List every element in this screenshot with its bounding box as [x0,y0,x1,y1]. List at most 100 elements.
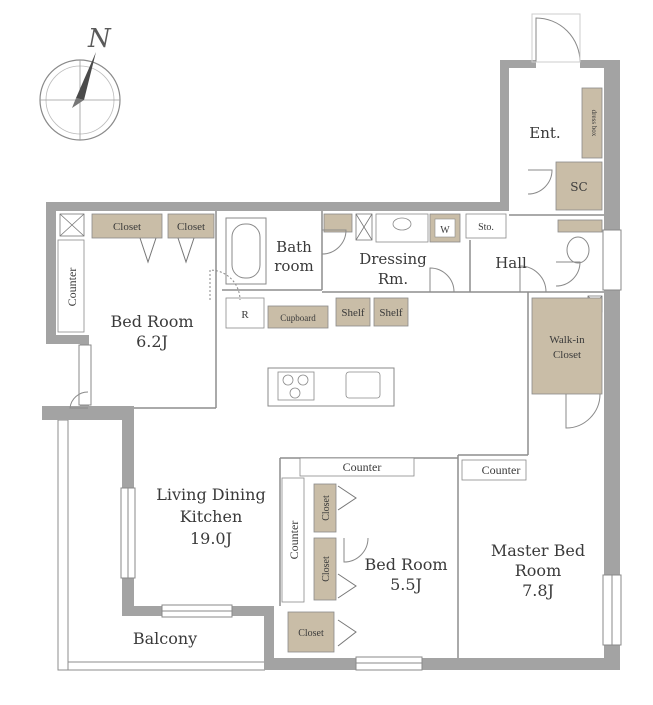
closet-v2-door-icon [337,573,357,599]
counter-master-label: Counter [482,463,521,477]
washer-drum [434,218,456,238]
burner-2-icon [297,374,309,386]
wall-ent-top-left [500,60,536,68]
label-entrance: Ent. [529,124,560,142]
label-bath-1: Bath [276,238,312,256]
label-balcony: Balcony [133,629,197,648]
compass-needle-north-icon [76,52,96,100]
walkin-label-1: Walk-in [549,334,585,346]
refrigerator-label: R [241,309,249,321]
wall-ent-left [500,60,509,210]
room-labels: Ent. Bath room Dressing Rm. Hall Bed Roo… [110,124,585,648]
compass-rose: N [39,24,121,141]
door-walkin-icon [565,393,601,429]
wall-ent-top-right [580,60,620,68]
closet-v1-door-icon [337,485,357,511]
shoe-cabinet [555,161,603,211]
counter-vertical-label: Counter [287,521,301,560]
door-dressing-icon [429,267,455,293]
dress-box [581,87,603,159]
walkin-closet [531,297,603,395]
closet-v2 [313,537,337,601]
closet-bottom-door-icon [337,619,357,647]
windows [78,229,622,671]
wall-east [604,60,620,670]
kitchen-sink-icon [345,371,381,399]
label-bath-2: room [274,257,313,275]
label-bed1-2: 6.2J [136,332,168,351]
cooktop-icon [277,371,315,401]
label-ldk-1: Living Dining [156,485,265,504]
compass-north-letter: N [87,24,112,54]
cupboard [267,305,329,329]
label-bed2-1: Bed Room [364,555,447,574]
window-ent-east [602,229,622,291]
doors [69,13,601,563]
door-bath-icon [321,229,347,255]
vanity-counter [375,213,429,243]
door-entrance-icon [535,17,581,63]
counter-west-label: Counter [65,268,79,307]
shoe-cabinet-label: SC [570,180,587,194]
cabinetry: Closet Closet Counter W Sto. [57,87,603,653]
toilet-icon [566,236,590,264]
counter-middle-label: Counter [343,460,382,474]
wall-west-upper [46,202,56,342]
shelf-b-label: Shelf [379,307,403,319]
label-bed2-2: 5.5J [390,575,422,594]
door-ent-inner-icon [527,169,553,195]
closet-door-b-icon [177,237,195,264]
walkin-label-2: Closet [553,349,581,361]
compass-needle-south-icon [72,98,84,108]
label-bed1-1: Bed Room [110,312,193,331]
door-toilet-icon [555,261,581,287]
counter-master [461,459,527,481]
closet-door-a-icon [139,237,157,264]
storage [465,213,507,239]
balcony-rail [57,419,69,671]
shelf-a-label: Shelf [341,307,365,319]
burner-1-icon [282,374,294,386]
washer-label: W [440,225,450,236]
counter-west [57,239,85,333]
shaft-dressing-x2 [355,213,373,241]
closet-v2-label: Closet [321,556,332,582]
door-hall-icon [519,265,547,293]
label-master-3: 7.8J [522,581,554,600]
shelf-dressing [323,213,353,233]
counter-vertical [281,477,305,603]
shaft-west-x2 [59,213,85,237]
label-master-1: Master Bed [491,541,585,560]
label-ldk-2: Kitchen [180,507,243,526]
toilet-cabinet [557,219,603,233]
storage-label: Sto. [478,222,494,233]
vanity-sink-icon [392,217,412,231]
shelf-a [335,297,371,327]
closet-bed1-b-label: Closet [177,221,205,233]
shaft-dressing-icon [355,213,373,241]
bathtub-basin [231,223,261,279]
label-ldk-3: 19.0J [190,529,232,548]
label-dressing-2: Rm. [378,270,408,288]
shelf-b [373,297,409,327]
door-entrance-frame [531,13,581,63]
shaft-west-icon [59,213,85,237]
closet-bed1-a-label: Closet [113,221,141,233]
door-balcony-icon [69,391,89,409]
closet-bottom-label: Closet [298,628,324,639]
label-dressing-1: Dressing [359,250,427,268]
label-hall: Hall [495,254,527,272]
wall-south [264,658,620,670]
wall-north [46,202,509,211]
door-bed2-icon [343,537,369,563]
burner-3-icon [289,387,301,399]
closet-bottom [287,611,335,653]
dress-box-label: dress box [590,110,598,137]
counter-middle [299,457,415,477]
wall-west-jog [46,335,86,344]
wall-west-ledge [42,406,134,420]
closet-bed1-b [167,213,215,239]
closet-v1-label: Closet [321,495,332,521]
window-bed1-west [78,344,92,406]
